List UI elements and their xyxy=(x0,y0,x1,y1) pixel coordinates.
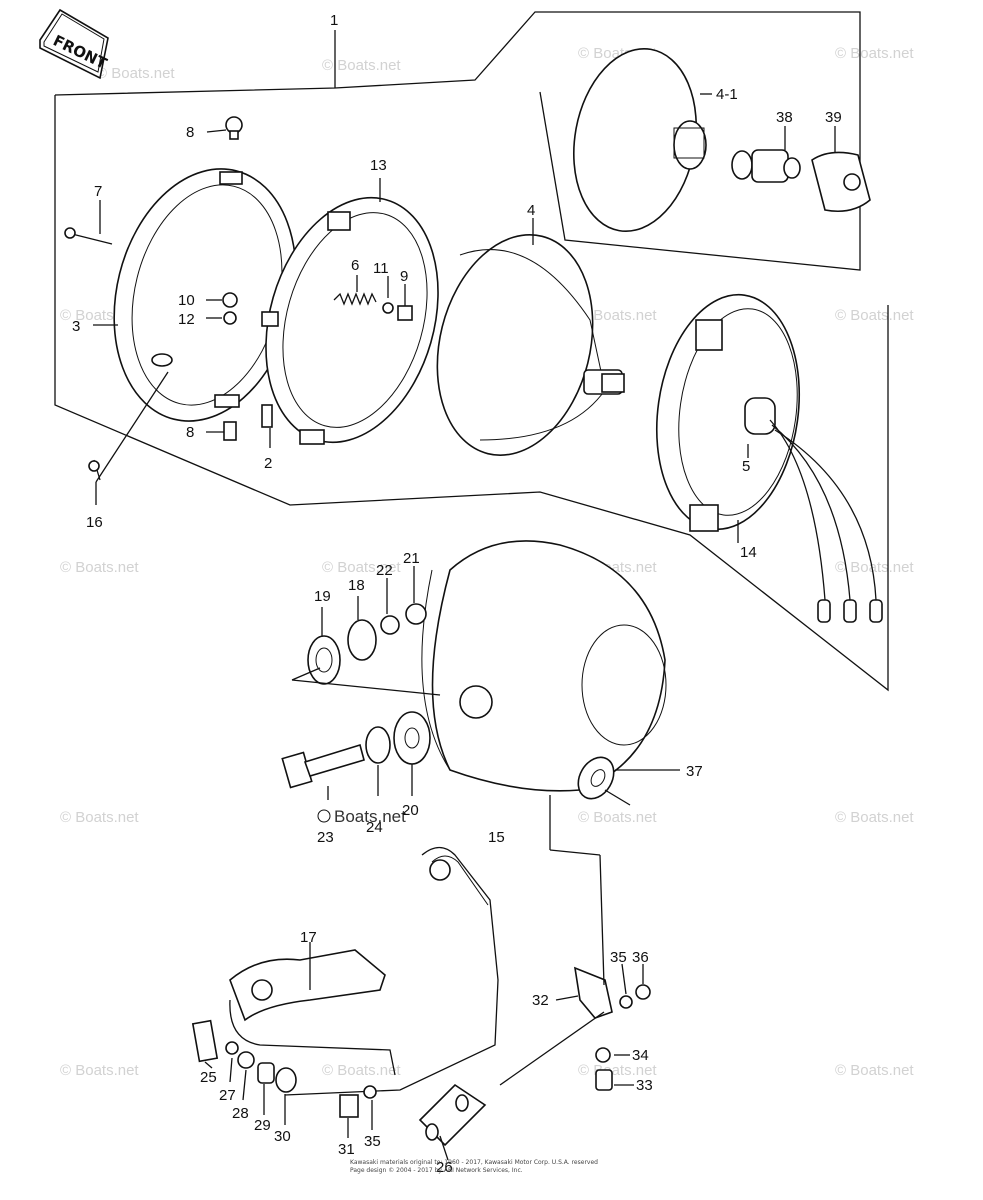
headlight-rim xyxy=(113,168,297,422)
part-label-29: 29 xyxy=(254,1117,271,1134)
watermark: © Boats.net xyxy=(578,307,657,324)
part-label-21: 21 xyxy=(403,550,420,567)
part-label-35-right: 35 xyxy=(610,949,627,966)
copyright-line-2: Page design © 2004 - 2017 by ARI Network… xyxy=(350,1167,523,1174)
left-hardware xyxy=(64,116,273,481)
part-label-8-bottom: 8 xyxy=(186,424,194,441)
part-label-14: 14 xyxy=(740,544,757,561)
part-label-24: 24 xyxy=(366,819,383,836)
part-label-31: 31 xyxy=(338,1141,355,1158)
part-label-10: 10 xyxy=(178,292,195,309)
part-label-20: 20 xyxy=(402,802,419,819)
watermark: © Boats.net xyxy=(835,307,914,324)
bulb xyxy=(731,149,801,183)
headlight-assembly-outline xyxy=(54,11,889,692)
watermark: © Boats.net xyxy=(60,559,139,576)
part-label-33: 33 xyxy=(636,1077,653,1094)
copyright-notice: Kawasaki materials original to: 1960 - 2… xyxy=(350,1159,598,1174)
part-label-25: 25 xyxy=(200,1069,217,1086)
part-label-19: 19 xyxy=(314,588,331,605)
watermark-layer: © Boats.net © Boats.net © Boats.net © Bo… xyxy=(60,45,914,1079)
mounting-ring xyxy=(261,196,439,445)
part-label-37: 37 xyxy=(686,763,703,780)
part-label-17: 17 xyxy=(300,929,317,946)
part-label-8-top: 8 xyxy=(186,124,194,141)
watermark: © Boats.net xyxy=(60,1062,139,1079)
part-labels: 1 2 3 4 4-1 5 6 7 8 8 9 10 11 12 13 14 1… xyxy=(72,12,842,1176)
part-label-38: 38 xyxy=(776,109,793,126)
side-bracket xyxy=(573,966,651,1091)
part-label-6: 6 xyxy=(351,257,359,274)
watermark: © Boats.net xyxy=(322,559,401,576)
part-label-28: 28 xyxy=(232,1105,249,1122)
part-label-23: 23 xyxy=(317,829,334,846)
part-label-30: 30 xyxy=(274,1128,291,1145)
headlight-bracket xyxy=(229,846,499,1147)
watermark: © Boats.net xyxy=(578,809,657,826)
watermark: © Boats.net xyxy=(60,809,139,826)
headlight-unit-4-1 xyxy=(572,48,707,232)
part-label-11: 11 xyxy=(373,260,389,277)
front-arrow: FRONT xyxy=(39,8,110,80)
socket-cover xyxy=(811,151,871,213)
part-label-26: 26 xyxy=(436,1159,453,1176)
grommet xyxy=(577,756,615,800)
watermark: © Boats.net xyxy=(835,559,914,576)
part-label-4: 4 xyxy=(527,202,535,219)
part-label-13: 13 xyxy=(370,157,387,174)
watermark-overlay: Boats.net xyxy=(334,807,406,826)
part-label-16: 16 xyxy=(86,514,103,531)
lamp-housing xyxy=(655,293,883,623)
watermark-circle xyxy=(317,809,331,823)
headlight-shell xyxy=(421,540,667,792)
part-label-9: 9 xyxy=(400,268,408,285)
part-label-32: 32 xyxy=(532,992,549,1009)
part-label-7: 7 xyxy=(94,183,102,200)
copyright-line-1: Kawasaki materials original to: 1960 - 2… xyxy=(350,1159,598,1166)
part-label-18: 18 xyxy=(348,577,365,594)
part-label-2: 2 xyxy=(264,455,272,472)
sealed-beam-unit xyxy=(436,234,625,456)
part-label-15: 15 xyxy=(488,829,505,846)
part-label-5: 5 xyxy=(742,458,750,475)
mount-hardware-upper xyxy=(307,603,427,685)
leader-lines xyxy=(93,93,836,1161)
watermark: © Boats.net xyxy=(96,65,175,82)
mount-bolt xyxy=(281,711,431,789)
part-label-39: 39 xyxy=(825,109,842,126)
part-label-1: 1 xyxy=(330,12,338,29)
part-label-22: 22 xyxy=(376,562,393,579)
part-label-3: 3 xyxy=(72,318,80,335)
watermark: © Boats.net xyxy=(322,1062,401,1079)
part-label-36: 36 xyxy=(632,949,649,966)
bracket-hardware xyxy=(191,1019,377,1118)
part-label-4-1: 4-1 xyxy=(716,86,738,103)
watermark: © Boats.net xyxy=(322,57,401,74)
part-label-12: 12 xyxy=(178,311,195,328)
watermark: © Boats.net xyxy=(835,1062,914,1079)
watermark: © Boats.net xyxy=(835,809,914,826)
part-label-34: 34 xyxy=(632,1047,649,1064)
part-label-35-left: 35 xyxy=(364,1133,381,1150)
watermark: © Boats.net xyxy=(835,45,914,62)
spring-and-nuts xyxy=(333,292,413,321)
part-label-27: 27 xyxy=(219,1087,236,1104)
